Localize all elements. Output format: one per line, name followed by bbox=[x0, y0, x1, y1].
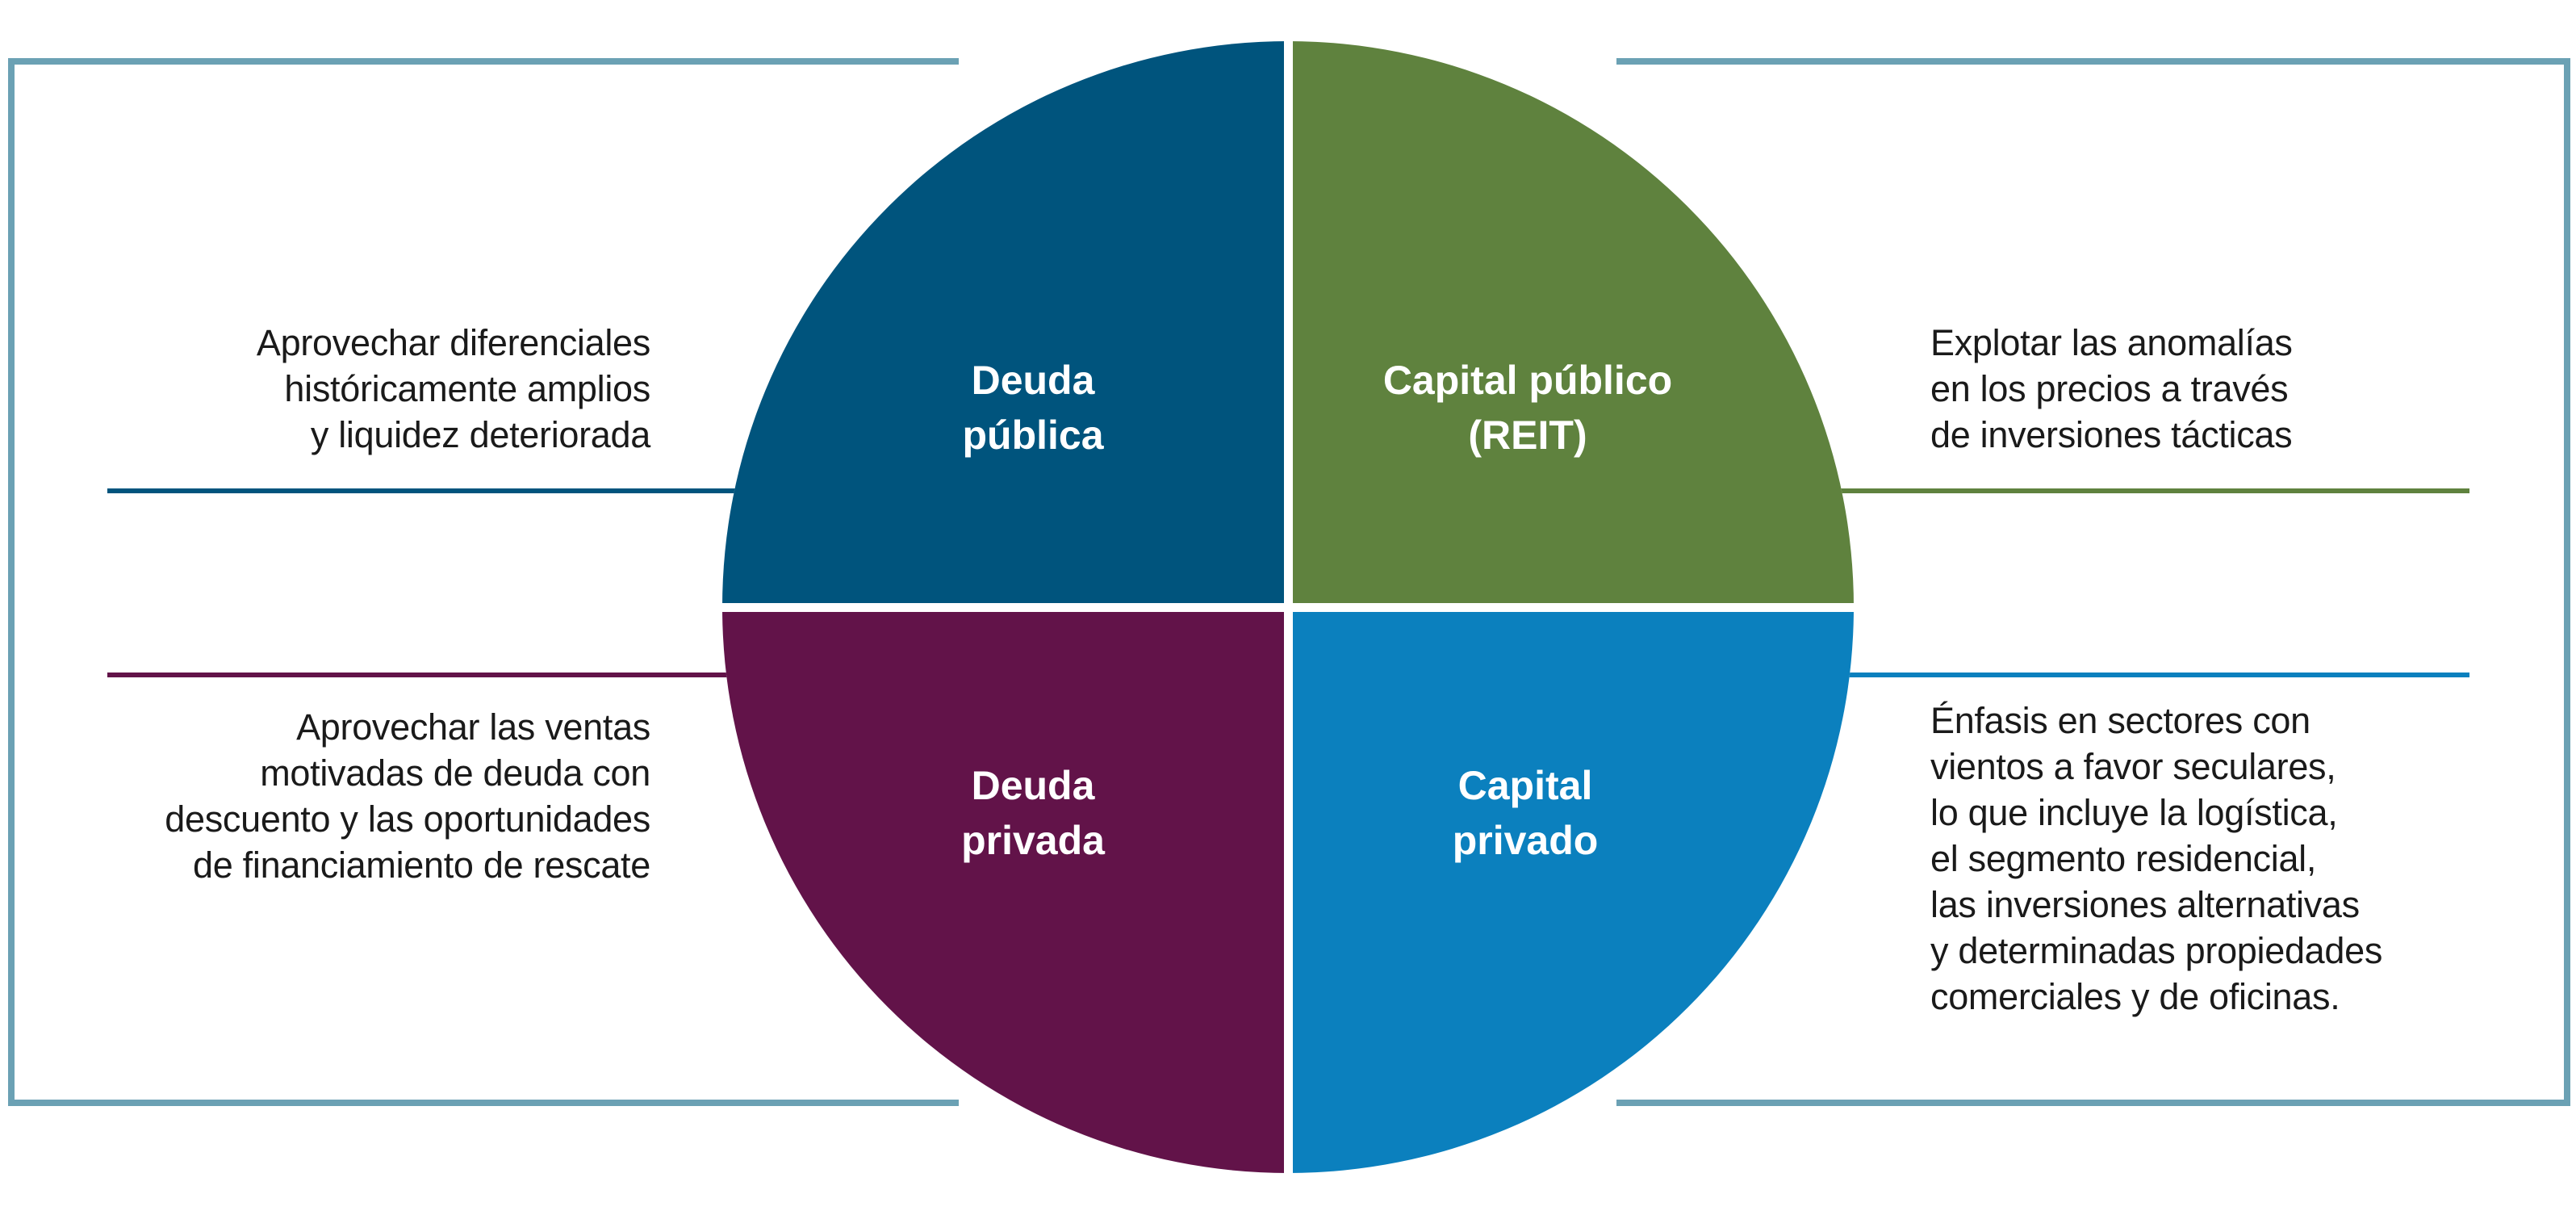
note-line: Explotar las anomalías bbox=[1930, 322, 2293, 363]
note-capital-privado: Énfasis en sectores con vientos a favor … bbox=[1930, 698, 2382, 1020]
note-line: comerciales y de oficinas. bbox=[1930, 976, 2340, 1017]
note-line: motivadas de deuda con bbox=[260, 752, 650, 794]
connector-line-deuda-privada bbox=[107, 673, 775, 677]
note-line: y determinadas propiedades bbox=[1930, 930, 2383, 971]
label-deuda-privada: Deuda privada bbox=[961, 758, 1105, 868]
note-line: Énfasis en sectores con bbox=[1930, 700, 2310, 741]
label-line: (REIT) bbox=[1468, 413, 1587, 458]
note-line: Aprovechar diferenciales bbox=[256, 322, 650, 363]
label-deuda-publica: Deuda pública bbox=[962, 353, 1103, 463]
note-line: en los precios a través bbox=[1930, 368, 2289, 409]
note-line: de inversiones tácticas bbox=[1930, 414, 2293, 455]
connector-line-deuda-publica bbox=[107, 488, 775, 493]
label-line: Deuda bbox=[971, 358, 1095, 403]
label-line: pública bbox=[962, 413, 1104, 458]
note-line: vientos a favor seculares, bbox=[1930, 746, 2336, 787]
note-line: las inversiones alternativas bbox=[1930, 884, 2360, 925]
note-deuda-publica: Aprovechar diferenciales históricamente … bbox=[257, 320, 650, 458]
connector-line-capital-privado bbox=[1808, 673, 2469, 677]
note-line: históricamente amplios bbox=[284, 368, 650, 409]
label-line: Capital bbox=[1457, 763, 1593, 808]
note-capital-publico: Explotar las anomalías en los precios a … bbox=[1930, 320, 2293, 458]
label-capital-privado: Capital privado bbox=[1453, 758, 1599, 868]
label-line: Deuda bbox=[971, 763, 1095, 808]
note-deuda-privada: Aprovechar las ventas motivadas de deuda… bbox=[165, 704, 650, 888]
note-line: de financiamiento de rescate bbox=[193, 844, 650, 886]
note-line: descuento y las oportunidades bbox=[165, 798, 650, 840]
connector-line-capital-publico bbox=[1808, 488, 2469, 493]
note-line: y liquidez deteriorada bbox=[310, 414, 650, 455]
note-line: Aprovechar las ventas bbox=[296, 706, 650, 748]
note-line: lo que incluye la logística, bbox=[1930, 792, 2338, 833]
label-line: privada bbox=[961, 818, 1105, 863]
label-line: Capital público bbox=[1382, 358, 1673, 403]
label-line: privado bbox=[1452, 818, 1599, 863]
quadrant-circle bbox=[722, 41, 1854, 1173]
note-line: el segmento residencial, bbox=[1930, 838, 2317, 879]
label-capital-publico: Capital público (REIT) bbox=[1383, 353, 1672, 463]
